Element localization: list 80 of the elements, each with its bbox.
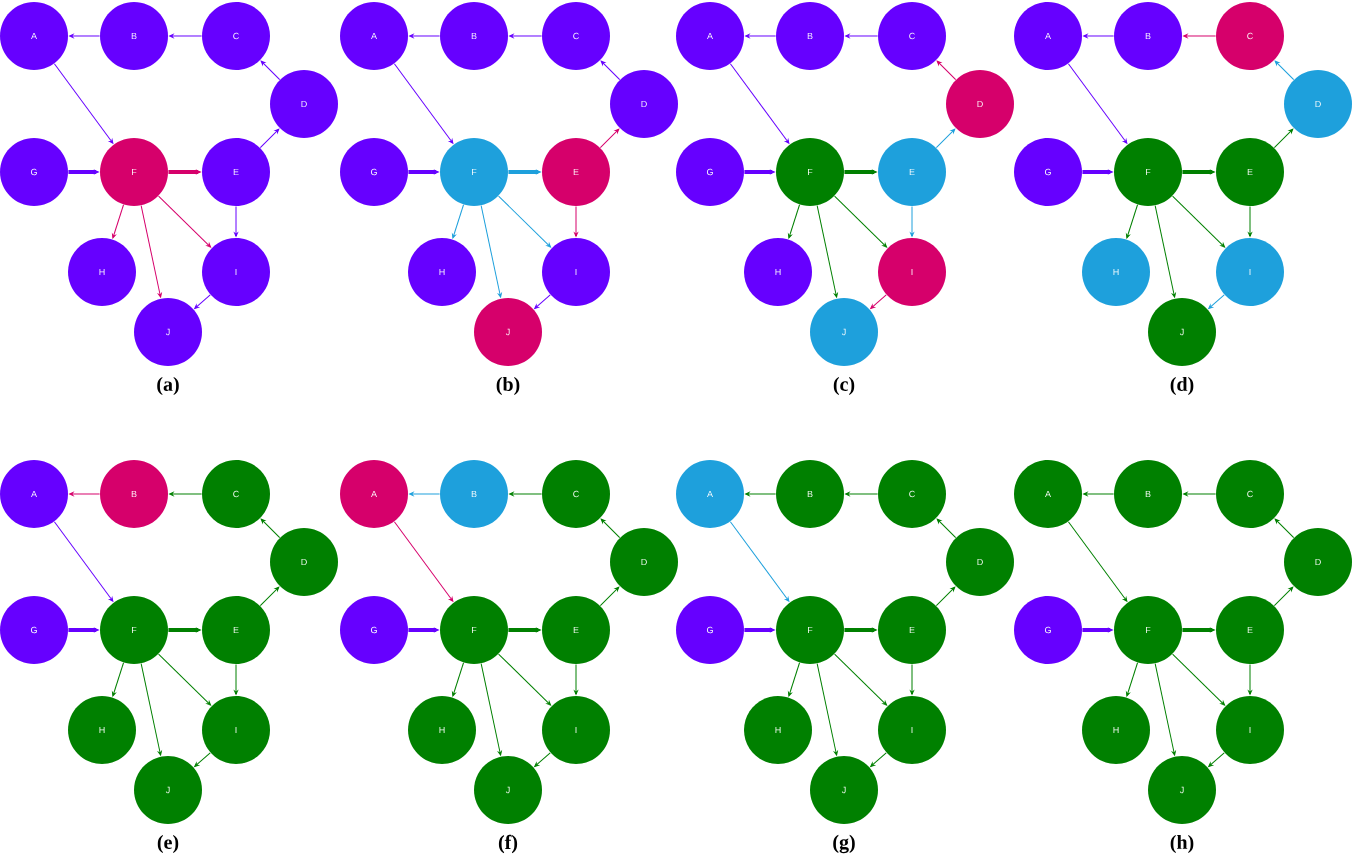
arrow <box>870 294 887 309</box>
arrow <box>600 60 621 81</box>
arrow <box>729 63 790 144</box>
arrow <box>1126 204 1139 239</box>
arrow <box>393 521 454 602</box>
arrow <box>234 205 238 237</box>
arrow <box>600 518 621 539</box>
arrow <box>69 492 101 496</box>
arrow <box>1183 492 1217 496</box>
arrow <box>729 521 790 602</box>
arrow <box>140 663 162 756</box>
arrow <box>509 34 543 38</box>
arrow <box>534 752 551 767</box>
arrow <box>534 294 551 309</box>
arrow <box>1126 662 1139 697</box>
arrow <box>260 60 281 81</box>
arrow <box>745 34 777 38</box>
arrow <box>870 752 887 767</box>
arrow <box>1067 521 1128 602</box>
arrow <box>935 586 956 607</box>
arrow <box>1208 752 1225 767</box>
arrow <box>53 521 114 602</box>
arrow <box>845 492 879 496</box>
arrow <box>599 128 620 149</box>
arrow <box>158 653 212 706</box>
arrow <box>112 204 124 239</box>
arrow <box>259 586 280 607</box>
arrow <box>910 205 914 237</box>
arrow <box>745 492 777 496</box>
arrow <box>1172 195 1226 248</box>
arrow <box>260 518 281 539</box>
arrow <box>69 34 101 38</box>
arrow <box>234 663 238 695</box>
arrow <box>1083 34 1115 38</box>
arrow <box>1154 205 1176 298</box>
arrow <box>169 492 203 496</box>
arrow <box>834 195 888 248</box>
arrow <box>140 205 162 298</box>
arrow <box>1083 492 1115 496</box>
arrow <box>498 653 552 706</box>
arrow <box>816 205 838 298</box>
arrow <box>194 752 211 767</box>
arrow <box>498 195 552 248</box>
arrow <box>1183 34 1217 38</box>
arrow <box>452 204 464 239</box>
arrow <box>393 63 454 144</box>
arrow <box>169 34 203 38</box>
arrow <box>1172 653 1226 706</box>
arrow <box>845 34 879 38</box>
arrow <box>936 60 957 81</box>
arrow <box>1273 586 1294 607</box>
arrow <box>574 205 578 237</box>
arrow <box>1274 60 1295 81</box>
arrow <box>910 663 914 695</box>
arrow <box>936 518 957 539</box>
arrow <box>194 294 211 309</box>
arrow <box>788 204 801 239</box>
arrow <box>788 662 801 697</box>
arrow <box>599 586 620 607</box>
arrow <box>1273 128 1294 149</box>
arrow <box>1274 518 1295 539</box>
arrow <box>935 128 956 149</box>
arrow <box>1208 294 1225 309</box>
arrow <box>112 662 124 697</box>
arrow <box>53 63 114 144</box>
arrow <box>1067 63 1128 144</box>
arrow <box>1248 205 1252 237</box>
arrow <box>1248 663 1252 695</box>
arrow <box>480 205 502 298</box>
arrow <box>574 663 578 695</box>
arrow <box>409 34 441 38</box>
arrow <box>452 662 464 697</box>
arrow <box>834 653 888 706</box>
arrow <box>816 663 838 756</box>
arrow <box>409 492 441 496</box>
arrow <box>509 492 543 496</box>
arrow <box>1154 663 1176 756</box>
arrow <box>480 663 502 756</box>
arrow <box>259 128 280 149</box>
arrow <box>158 195 212 248</box>
